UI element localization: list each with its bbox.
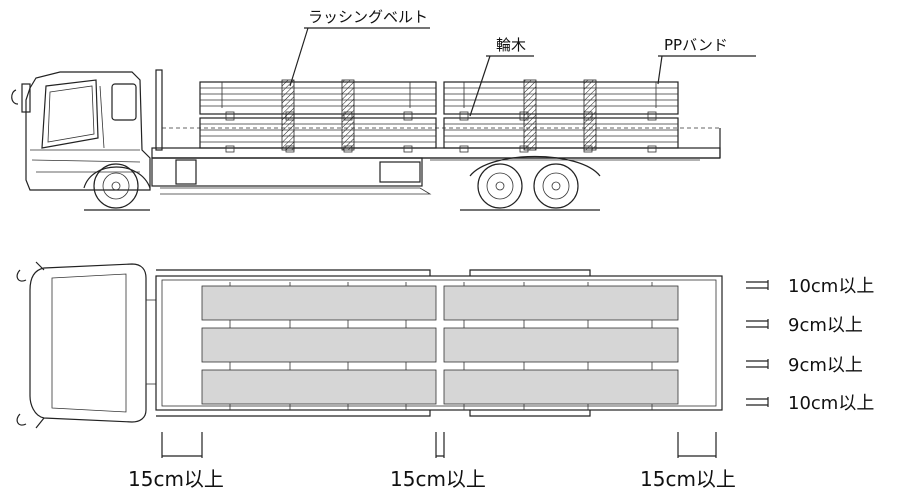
gap-3: 9cm以上 [746,355,863,376]
gap-4: 10cm以上 [746,393,874,414]
truck-side-view: ラッシングベルト 輪木 PPバンド [11,8,756,211]
wheel-front [93,163,139,209]
cargo-side [199,79,679,153]
wheel-rear-1 [477,163,523,209]
svg-text:10cm以上: 10cm以上 [788,276,874,297]
callout-pp-band: PPバンド [657,36,756,85]
bed-top [155,269,723,417]
svg-text:9cm以上: 9cm以上 [788,355,863,376]
svg-text:15cm以上: 15cm以上 [640,467,736,491]
callout-dunnage: 輪木 [469,36,534,117]
clearance-front: 15cm以上 [128,432,224,491]
svg-text:PPバンド: PPバンド [664,36,728,54]
svg-text:15cm以上: 15cm以上 [390,467,486,491]
cab-side [11,71,151,191]
clearance-rear: 15cm以上 [640,432,736,491]
svg-text:9cm以上: 9cm以上 [788,315,863,336]
truck-top-view [16,261,723,429]
svg-text:ラッシングベルト: ラッシングベルト [308,8,428,26]
svg-text:15cm以上: 15cm以上 [128,467,224,491]
gap-1: 10cm以上 [746,276,874,297]
wheel-rear-2 [533,163,579,209]
cargo-top [201,282,679,410]
clearance-annotations: 15cm以上 15cm以上 15cm以上 [128,432,736,491]
clearance-middle: 15cm以上 [390,432,486,491]
cab-top [16,261,157,429]
callout-lashing-belt: ラッシングベルト [289,8,430,87]
svg-text:輪木: 輪木 [496,36,526,54]
gap-annotations: 10cm以上 9cm以上 9cm以上 10cm以上 [746,276,874,414]
bed-side [83,69,721,195]
gap-2: 9cm以上 [746,315,863,336]
svg-text:10cm以上: 10cm以上 [788,393,874,414]
